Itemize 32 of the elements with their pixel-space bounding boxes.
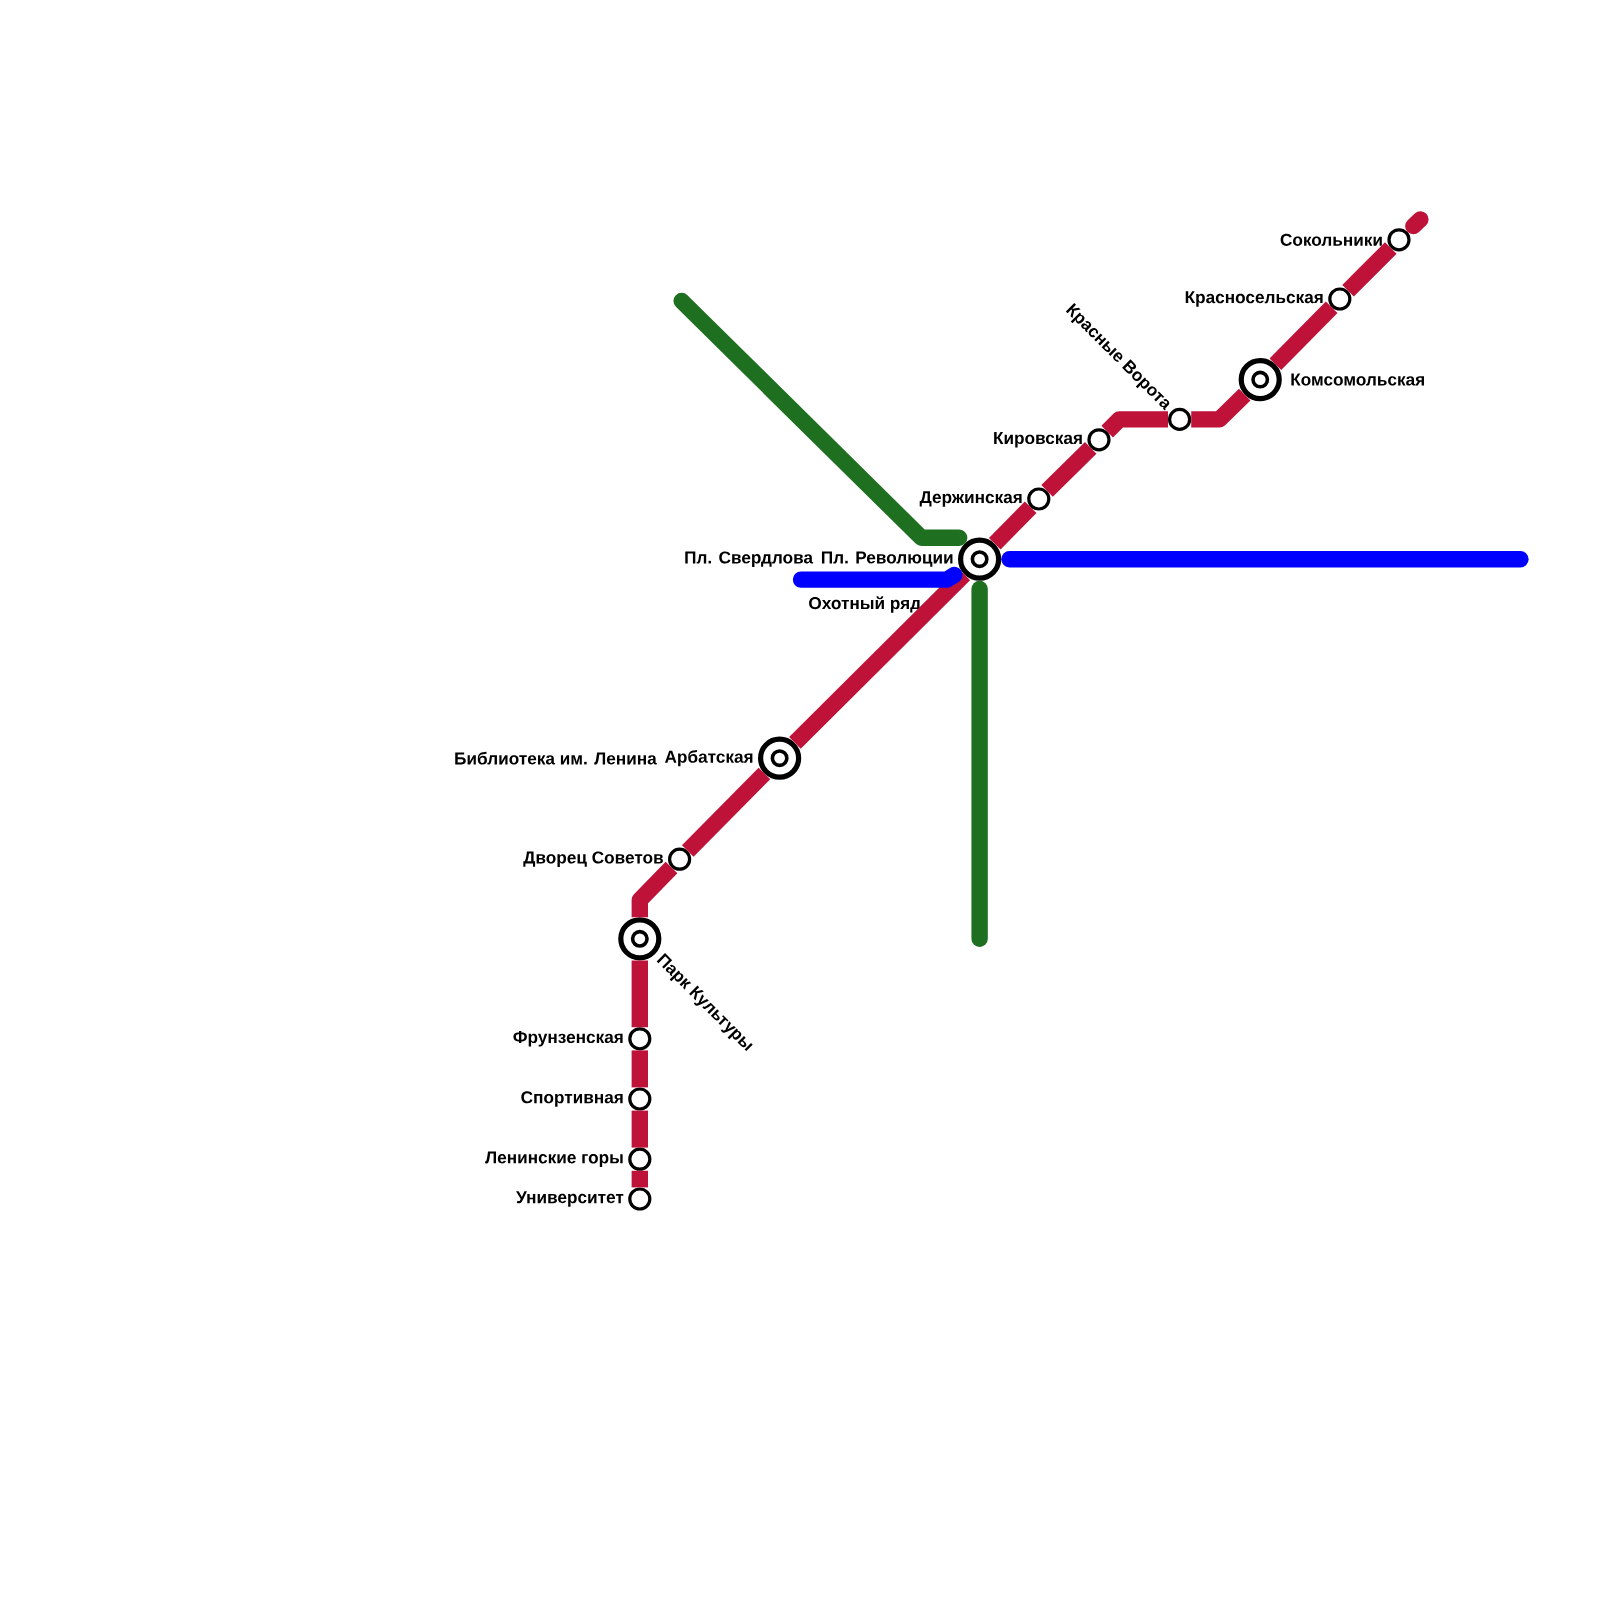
station-label: Пл. Революции (821, 551, 953, 567)
metro-line (631, 1170, 648, 1188)
station-label: Библиотека им. Ленина (455, 751, 657, 765)
station-label: Фрунзенская (513, 1031, 623, 1047)
metro-line (1269, 301, 1338, 370)
metro-line (1101, 411, 1168, 438)
station-label: Охотный ряд (809, 596, 921, 613)
station-label: Комсомольская (1291, 373, 1424, 386)
station-label: Университет (516, 1191, 624, 1207)
metro-line (631, 960, 648, 1028)
metro-line (1342, 242, 1397, 297)
metro-line (1405, 211, 1429, 235)
metro-line (673, 292, 968, 546)
metro-line (1041, 442, 1097, 497)
station-label: Пл. Свердлова (685, 551, 814, 567)
station-label: Арбатская (664, 750, 753, 767)
metro-line (1191, 388, 1251, 428)
metro-line (988, 501, 1037, 550)
station-label: Красносельская (1185, 291, 1323, 307)
station-label: Ленинские горы (485, 1151, 623, 1167)
metro-line (1001, 550, 1529, 568)
station-label: Держинская (919, 491, 1022, 507)
station-label: Кировская (994, 432, 1082, 448)
metro-line (631, 1050, 648, 1088)
metro-line (631, 861, 678, 918)
station-label: Сокольники (1280, 233, 1382, 246)
metro-line (681, 767, 771, 857)
metro-line (631, 1110, 648, 1148)
station-label: Дворец Советов (523, 851, 663, 867)
metro-line (792, 566, 963, 588)
metro-line (971, 580, 988, 947)
station-label: Спортивная (521, 1091, 623, 1107)
